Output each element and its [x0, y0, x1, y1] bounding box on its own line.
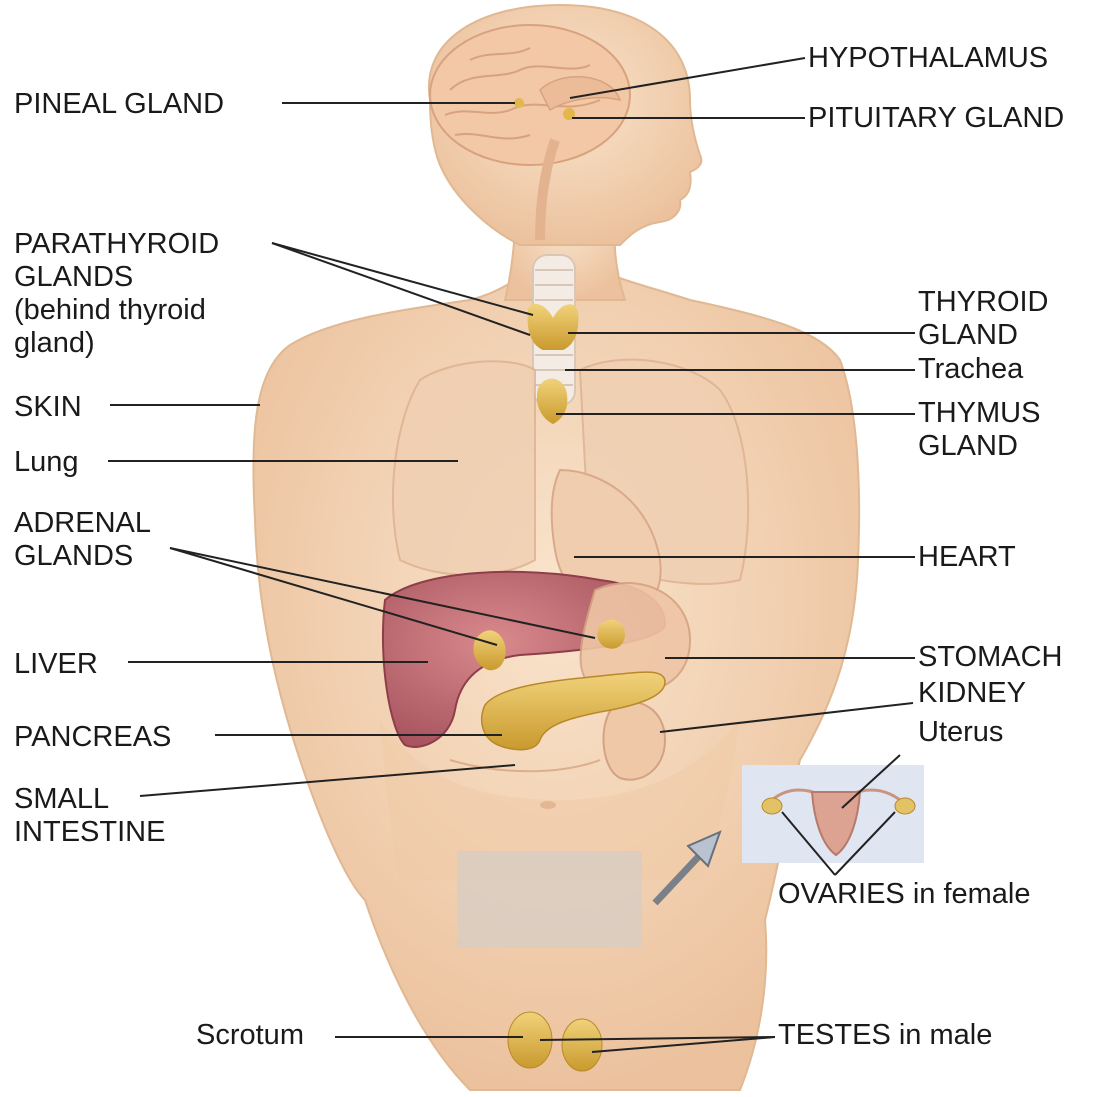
ovary-right-shape	[895, 798, 915, 814]
uterus-inset	[742, 765, 924, 863]
label-small-intestine: SMALL INTESTINE	[14, 783, 165, 849]
pineal-gland-shape	[514, 98, 524, 108]
label-adrenal-glands: ADRENAL GLANDS	[14, 507, 151, 573]
label-testes: TESTES in male	[778, 1019, 992, 1052]
label-lung: Lung	[14, 446, 79, 479]
label-parathyroid-glands: PARATHYROID GLANDS (behind thyroid gland…	[14, 228, 219, 360]
label-heart: HEART	[918, 541, 1016, 574]
adrenal-right-shape	[597, 620, 625, 649]
label-pineal-gland: PINEAL GLAND	[14, 88, 224, 121]
label-scrotum: Scrotum	[196, 1019, 304, 1052]
label-uterus: Uterus	[918, 716, 1003, 749]
lung-shape	[393, 361, 535, 575]
label-pituitary-gland: PITUITARY GLAND	[808, 102, 1064, 135]
kidney-shape	[604, 702, 665, 780]
label-hypothalamus: HYPOTHALAMUS	[808, 42, 1048, 75]
label-trachea: Trachea	[918, 353, 1023, 386]
label-liver: LIVER	[14, 648, 98, 681]
label-thymus-gland: THYMUS GLAND	[918, 397, 1040, 463]
label-thyroid-gland: THYROID GLAND	[918, 286, 1049, 352]
testis-right-shape	[562, 1019, 602, 1071]
label-skin: SKIN	[14, 391, 82, 424]
label-kidney: KIDNEY	[918, 677, 1026, 710]
label-ovaries: OVARIES in female	[778, 878, 1031, 911]
blank-region	[457, 851, 642, 948]
ovary-left-shape	[762, 798, 782, 814]
label-stomach: STOMACH	[918, 641, 1062, 674]
label-pancreas: PANCREAS	[14, 721, 171, 754]
navel	[540, 801, 556, 809]
